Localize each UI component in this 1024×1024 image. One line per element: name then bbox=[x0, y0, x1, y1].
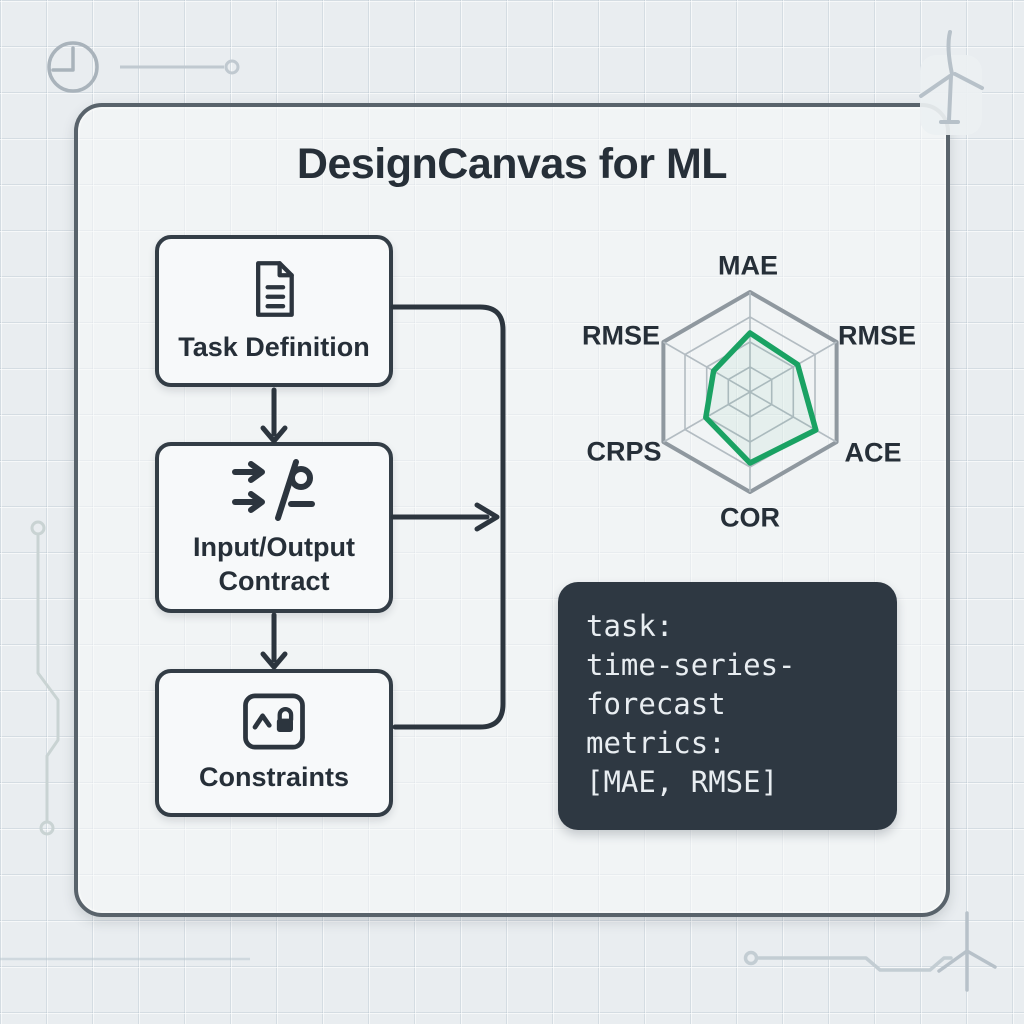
input-output-icon bbox=[232, 458, 316, 522]
radar-axis-label-mae: MAE bbox=[718, 250, 778, 281]
image-lock-icon bbox=[242, 692, 306, 750]
radar-axis-label-crps: CRPS bbox=[586, 436, 662, 467]
flow-box-label: Constraints bbox=[198, 761, 350, 792]
circuit-trace-left bbox=[30, 520, 60, 836]
radar-chart bbox=[661, 290, 839, 494]
radar-axis-label-cor: COR bbox=[720, 502, 780, 533]
flow-box-label: Task Definition bbox=[178, 332, 370, 362]
code-line: metrics: bbox=[586, 726, 726, 760]
flow-box-label: Contract bbox=[218, 565, 330, 596]
wind-turbine-small-icon bbox=[937, 911, 997, 992]
code-line: [MAE, RMSE] bbox=[586, 765, 779, 799]
flow-box-label: Input/Output bbox=[193, 531, 355, 562]
document-icon bbox=[247, 258, 302, 320]
code-block: task: time-series- forecast metrics: [MA… bbox=[558, 582, 897, 830]
page-title: DesignCanvas for ML bbox=[296, 140, 728, 188]
flow-box-constraints: Constraints bbox=[155, 669, 393, 817]
code-line: forecast bbox=[586, 687, 726, 721]
connector-dot-line bbox=[120, 59, 240, 75]
radar-axis-label-ace: ACE bbox=[844, 437, 902, 468]
radar-axis-label-rmse-left: RMSE bbox=[581, 320, 661, 351]
code-line: time-series- bbox=[586, 648, 796, 682]
flow-box-input-output-contract: Input/Output Contract bbox=[155, 442, 393, 613]
code-line: task: bbox=[586, 609, 674, 643]
circuit-trace-right bbox=[743, 950, 953, 972]
clock-icon bbox=[47, 41, 99, 93]
radar-axis-label-rmse-right: RMSE bbox=[837, 320, 917, 351]
flow-box-task-definition: Task Definition bbox=[155, 235, 393, 387]
